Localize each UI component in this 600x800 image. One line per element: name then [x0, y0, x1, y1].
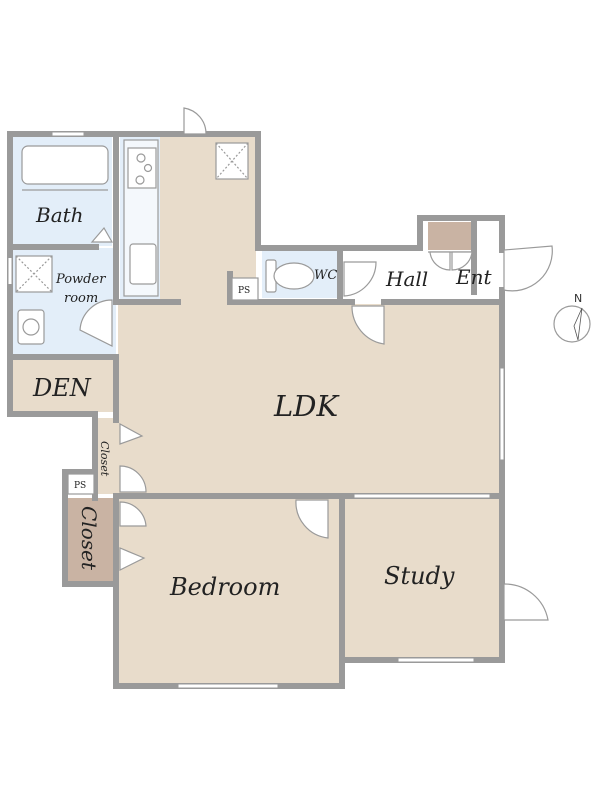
- ldk-floor: [118, 304, 500, 494]
- windows: [8, 132, 504, 688]
- floors: [12, 136, 500, 684]
- door-wc: [343, 261, 377, 297]
- label-study: Study: [384, 562, 455, 590]
- compass-circle-icon: [553, 305, 591, 343]
- label-powder-1: Powder: [55, 272, 106, 287]
- ps-box-bottom: [67, 473, 95, 495]
- label-ps-top: PS: [238, 286, 250, 296]
- door-study-outside: [503, 583, 549, 621]
- compass: N: [553, 292, 591, 344]
- door-ent-inner-left: [429, 251, 451, 271]
- entrance-floor: [428, 222, 474, 250]
- label-bath: Bath: [35, 203, 84, 227]
- label-powder-2: room: [64, 291, 98, 306]
- label-ldk: LDK: [273, 389, 341, 423]
- door-hall-ldk: [351, 305, 385, 345]
- door-ent-inner-right: [451, 251, 473, 271]
- toilet-icon: [273, 262, 315, 290]
- label-wc: WC: [314, 268, 337, 283]
- door-entrance: [503, 245, 553, 292]
- door-closet-small-top: [119, 422, 144, 445]
- window-frames: [51, 131, 505, 689]
- label-bedroom: Bedroom: [169, 573, 280, 601]
- label-closet: Closet: [77, 506, 101, 571]
- fixtures: [15, 139, 474, 495]
- door-closet-top: [119, 501, 147, 527]
- closet-small-floor: [98, 418, 118, 494]
- room-labels: Bath Powder room DEN LDK WC Hall Ent PS …: [32, 203, 492, 601]
- den-floor: [12, 360, 116, 412]
- bath-step-icon: [90, 226, 114, 243]
- outer-wall-west: [7, 131, 505, 689]
- ps-box-top: [231, 277, 259, 301]
- study-floor: [342, 498, 500, 658]
- walls: [7, 131, 505, 689]
- label-ps-bottom: PS: [74, 481, 86, 491]
- label-hall: Hall: [385, 267, 428, 291]
- kitchen-sink-icon: [129, 243, 157, 285]
- bedroom-floor: [118, 498, 340, 684]
- door-kitchen-rear: [183, 107, 207, 135]
- door-closet-bottom: [119, 547, 146, 571]
- door-bedroom: [295, 499, 329, 539]
- door-bath: [79, 299, 113, 347]
- closet-floor: [68, 498, 116, 582]
- bathtub-icon: [21, 145, 109, 185]
- outer-wall-top: [7, 131, 505, 253]
- compass-label: N: [574, 292, 582, 305]
- label-den: DEN: [32, 374, 92, 402]
- door-closet-small-bottom: [119, 465, 147, 493]
- doors: [79, 107, 553, 621]
- label-closet-small: Closet: [98, 441, 111, 477]
- label-ent: Ent: [455, 265, 492, 289]
